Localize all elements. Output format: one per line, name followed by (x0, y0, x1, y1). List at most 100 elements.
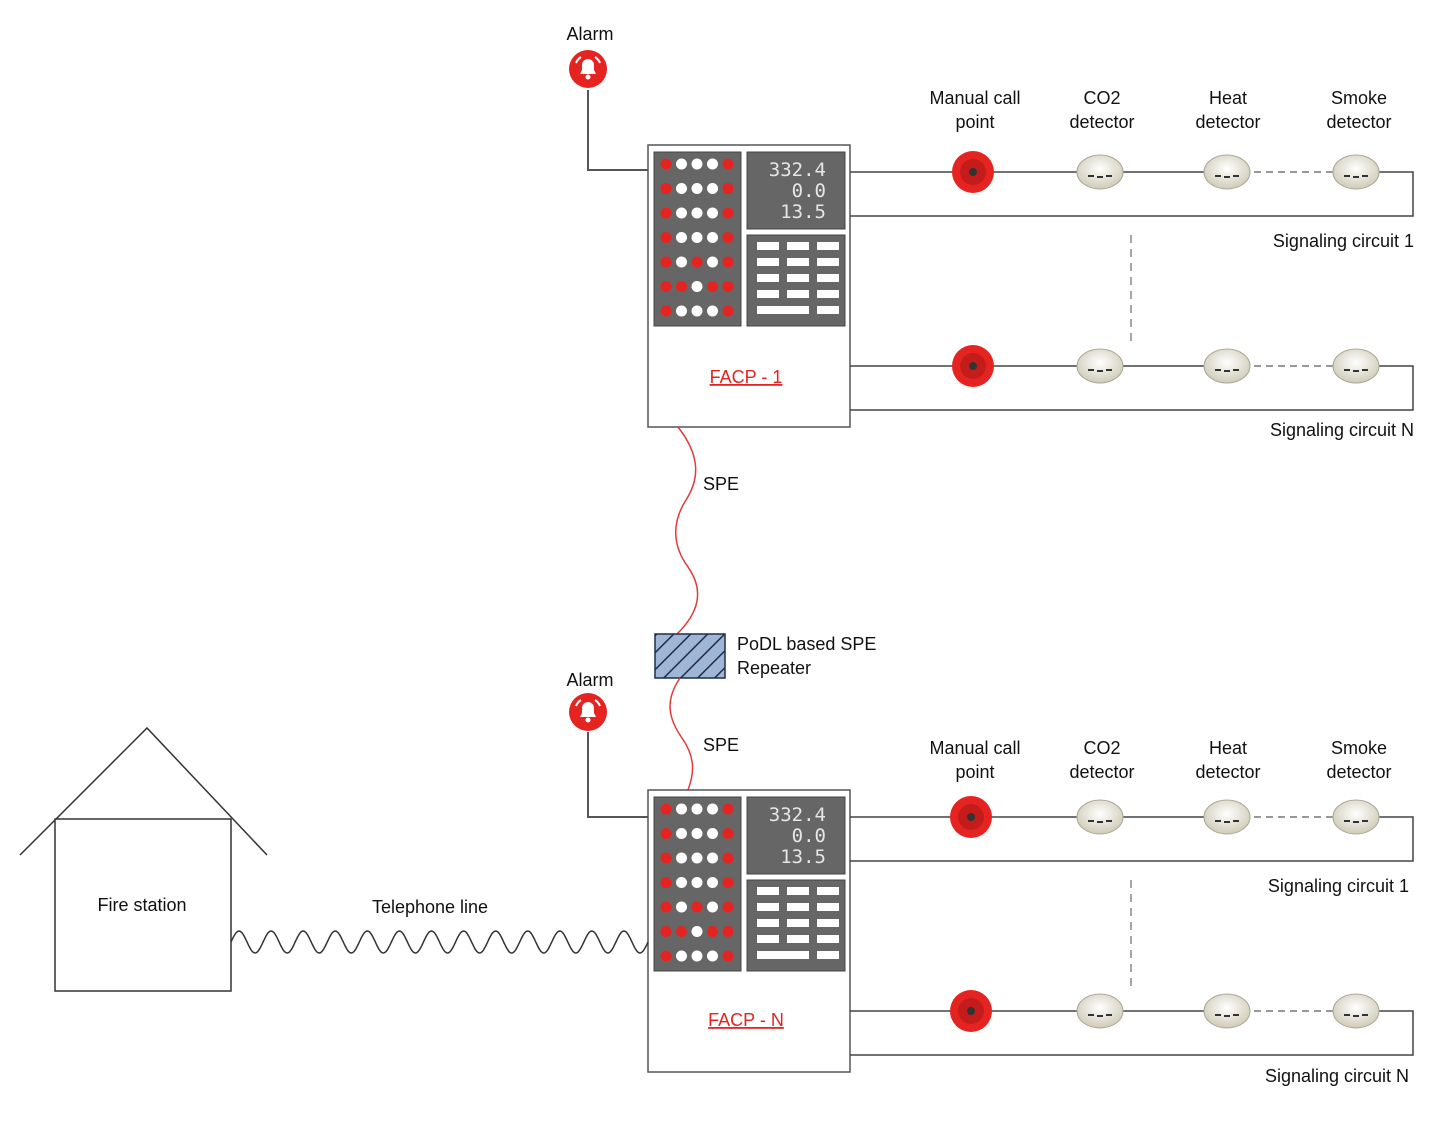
heat-label-2: detector (1195, 112, 1260, 132)
alarm-label: Alarm (566, 24, 613, 44)
led-indicator (707, 828, 718, 839)
heat-label-2: detector (1195, 762, 1260, 782)
led-indicator (722, 305, 734, 317)
telephone-line-wire (230, 930, 649, 954)
house-body (54, 818, 232, 992)
telephone-line-label: Telephone line (372, 897, 488, 917)
led-indicator (722, 256, 734, 268)
heat-detector-icon (1203, 154, 1251, 190)
circuit-1-label: Signaling circuit 1 (1273, 231, 1414, 251)
led-indicator (676, 281, 687, 292)
keypad-key (787, 903, 809, 911)
manual-call-point-label: Manual call (929, 88, 1020, 108)
smoke-label-2: detector (1326, 112, 1391, 132)
keypad-key (817, 306, 839, 314)
led-indicator (676, 926, 687, 937)
led-indicator (660, 183, 672, 194)
led-indicator (676, 183, 687, 194)
led-indicator (676, 305, 687, 317)
heat-detector-icon (1203, 799, 1251, 835)
co2-label-2: detector (1069, 762, 1134, 782)
keypad-key (787, 935, 809, 943)
keypad-key (817, 290, 839, 298)
led-indicator (676, 207, 687, 219)
keypad-key (757, 887, 779, 895)
keypad-key (757, 919, 779, 927)
led-indicator (707, 305, 718, 317)
signaling-circuit-1-loop (850, 171, 1414, 217)
keypad-key (757, 903, 779, 911)
alarm-wire (587, 90, 648, 171)
keypad-key (787, 887, 809, 895)
led-indicator (691, 901, 703, 913)
heat-detector-icon (1203, 348, 1251, 384)
readout-1: 332.4 (769, 804, 826, 826)
led-indicator (660, 803, 672, 815)
manual-call-point-label-2: point (955, 762, 994, 782)
keypad-key (817, 274, 839, 282)
keypad-key (817, 935, 839, 943)
led-indicator (691, 158, 703, 170)
co2-label: CO2 (1083, 738, 1120, 758)
led-indicator (722, 926, 734, 937)
alarm-bell-icon (569, 50, 607, 88)
spe-label-lower: SPE (703, 735, 739, 755)
signaling-circuit-n-loop (850, 365, 1414, 411)
manual-call-point-icon (952, 151, 994, 193)
led-indicator (660, 950, 672, 962)
heat-label: Heat (1209, 88, 1247, 108)
spe-cable-upper (675, 426, 699, 636)
led-indicator (691, 852, 703, 864)
led-indicator (660, 232, 672, 243)
alarm-bell-icon (569, 693, 607, 731)
led-indicator (691, 207, 703, 219)
keypad-key (817, 951, 839, 959)
led-indicator (676, 828, 687, 839)
signaling-circuit-n-loop (850, 1010, 1414, 1056)
led-indicator (676, 256, 687, 268)
led-indicator (660, 305, 672, 317)
readout-1: 332.4 (769, 159, 826, 181)
co2-detector-icon (1076, 348, 1124, 384)
led-indicator (707, 158, 718, 170)
led-indicator (707, 901, 718, 913)
keypad-key (757, 242, 779, 250)
led-indicator (676, 803, 687, 815)
led-indicator (707, 950, 718, 962)
spe-label-upper: SPE (703, 474, 739, 494)
keypad-key (757, 258, 779, 266)
led-indicators (660, 158, 734, 317)
smoke-detector-icon (1332, 993, 1380, 1029)
led-indicator (660, 877, 672, 888)
led-indicator (691, 828, 703, 839)
readout-3: 13.5 (780, 846, 826, 868)
led-indicator (722, 183, 734, 194)
smoke-label-2: detector (1326, 762, 1391, 782)
readout-2: 0.0 (792, 180, 826, 202)
led-indicator (660, 926, 672, 937)
co2-label: CO2 (1083, 88, 1120, 108)
keypad-key (757, 951, 809, 959)
smoke-label: Smoke (1331, 88, 1387, 108)
alarm-wire (587, 732, 648, 818)
smoke-label: Smoke (1331, 738, 1387, 758)
manual-call-point-label: Manual call (929, 738, 1020, 758)
keypad-key (787, 242, 809, 250)
led-indicator (707, 183, 718, 194)
keypad-key (757, 935, 779, 943)
led-indicator (707, 256, 718, 268)
led-indicator (660, 828, 672, 839)
keypad-keys (757, 242, 839, 314)
repeater-hatched-box-icon (654, 633, 726, 679)
panel-name: FACP - N (708, 1010, 784, 1030)
house-roof-icon (19, 726, 268, 856)
led-indicator (676, 852, 687, 864)
panel-name: FACP - 1 (710, 367, 783, 387)
keypad-key (817, 887, 839, 895)
led-indicator (676, 877, 687, 888)
led-indicator (676, 901, 687, 913)
keypad-key (817, 242, 839, 250)
led-indicator (691, 183, 703, 194)
keypad-key (817, 258, 839, 266)
led-indicator (691, 803, 703, 815)
